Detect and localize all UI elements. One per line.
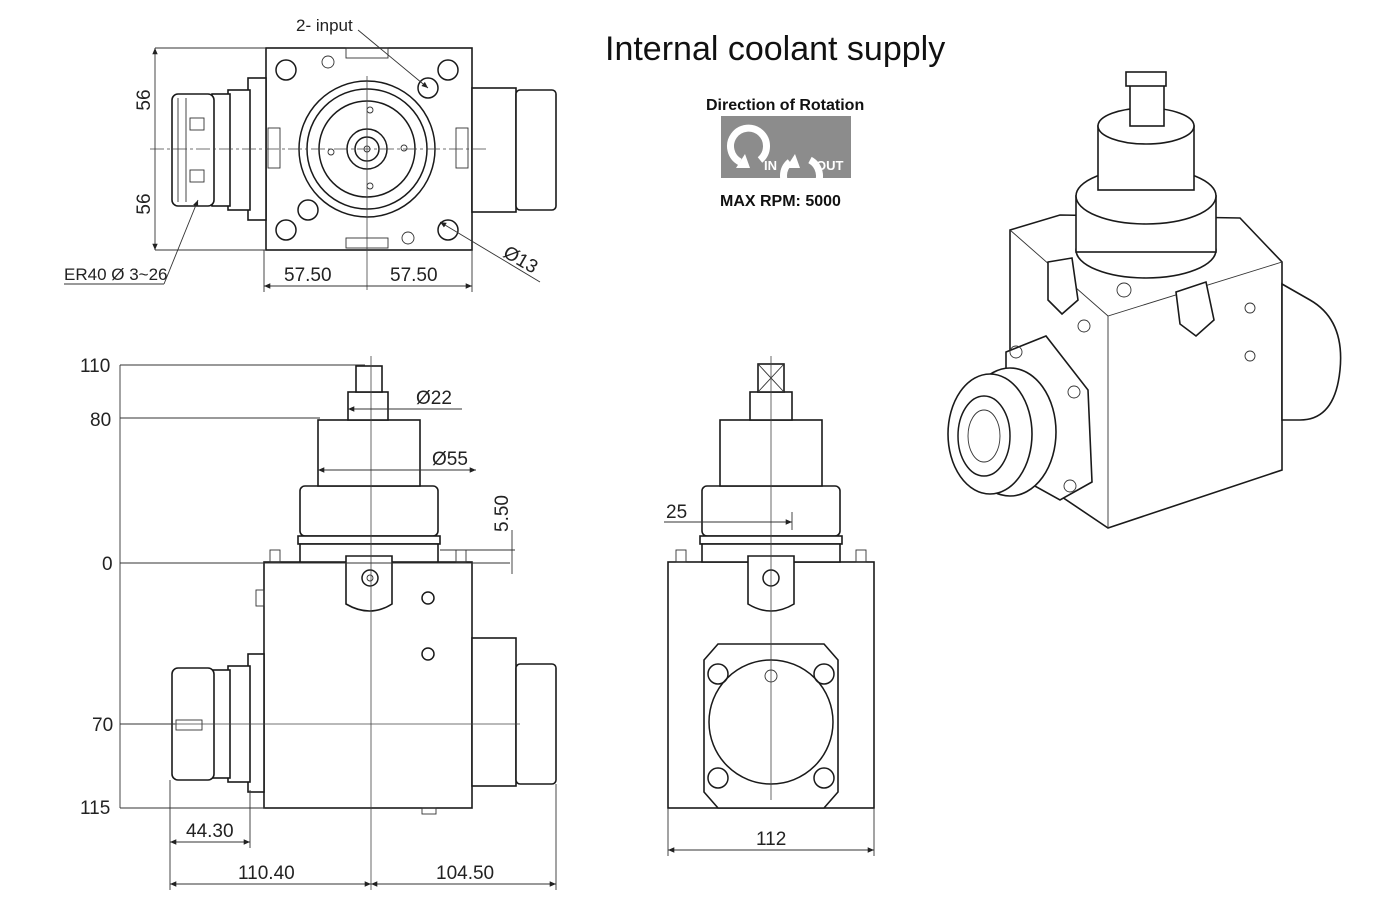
input-label: 2- input — [296, 16, 353, 35]
dim-550: 5.50 — [492, 495, 513, 532]
dim-d55: Ø55 — [432, 449, 468, 470]
dim-11040: 110.40 — [238, 863, 295, 884]
dim-4430: 44.30 — [186, 821, 234, 842]
rotation-in-label: IN — [764, 158, 777, 173]
dim-width-left: 57.50 — [284, 265, 332, 286]
top-view: 56 56 57.50 57.50 2- input ER40 Ø 3~26 Ø… — [64, 16, 557, 292]
collet-label: ER40 Ø 3~26 — [64, 265, 168, 284]
level-80: 80 — [90, 410, 111, 431]
level-115: 115 — [80, 798, 110, 819]
level-70: 70 — [92, 715, 113, 736]
dim-width-right: 57.50 — [390, 265, 438, 286]
dim-d22: Ø22 — [416, 388, 452, 409]
isometric-view — [947, 71, 1342, 529]
front-view: 25 112 — [664, 356, 875, 856]
dim-25: 25 — [666, 502, 687, 523]
level-110: 110 — [80, 356, 110, 377]
rotation-out-label: OUT — [816, 158, 844, 173]
dim-112: 112 — [756, 829, 786, 850]
max-rpm: MAX RPM: 5000 — [720, 193, 841, 210]
dim-56-bottom: 56 — [134, 193, 155, 214]
rotation-heading: Direction of Rotation — [706, 97, 864, 114]
rotation-arrows-icon — [727, 124, 823, 198]
dim-10450: 104.50 — [436, 863, 494, 884]
dim-56-top: 56 — [134, 89, 155, 110]
page-title: Internal coolant supply — [605, 30, 945, 68]
dim-hole: Ø13 — [500, 242, 542, 278]
rotation-block: Direction of Rotation IN OUT MAX RPM: 50… — [706, 97, 864, 210]
side-view: 110 80 0 70 115 Ø22 Ø55 5.50 44.30 110.4… — [80, 356, 557, 890]
level-0: 0 — [102, 554, 113, 575]
